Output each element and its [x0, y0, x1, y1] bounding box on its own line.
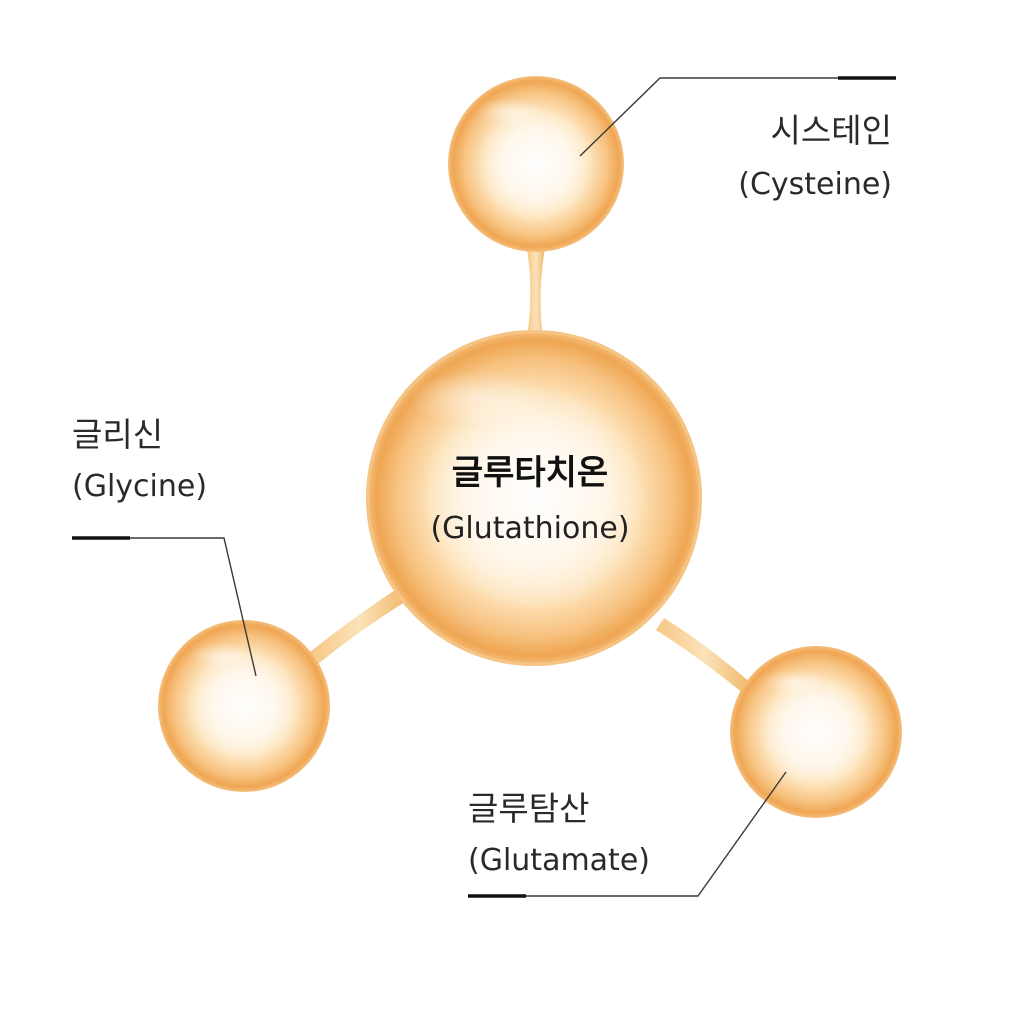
- cysteine-label-korean: 시스테인: [771, 111, 892, 150]
- glutamate-label-korean: 글루탐산: [468, 789, 589, 828]
- sphere-center: [366, 330, 702, 666]
- leader-glutamate: [468, 771, 787, 898]
- sphere-glycine: [158, 620, 330, 792]
- sphere-glutamate: [730, 646, 902, 818]
- bond-glutamate: [656, 618, 752, 694]
- sphere-cysteine: [448, 76, 624, 252]
- glutamate-label-english: (Glutamate): [468, 843, 650, 878]
- glycine-label-korean: 글리신: [72, 415, 163, 454]
- bond-cysteine: [527, 248, 545, 330]
- leader-cysteine: [579, 76, 896, 157]
- leader-glycine: [72, 536, 257, 677]
- bonds: [310, 248, 752, 694]
- center-label-english: (Glutathione): [430, 511, 629, 546]
- cysteine-label-english: (Cysteine): [738, 167, 892, 202]
- center-label-korean: 글루타치온: [452, 453, 608, 493]
- bond-glycine: [310, 588, 408, 664]
- glycine-label-english: (Glycine): [72, 469, 207, 504]
